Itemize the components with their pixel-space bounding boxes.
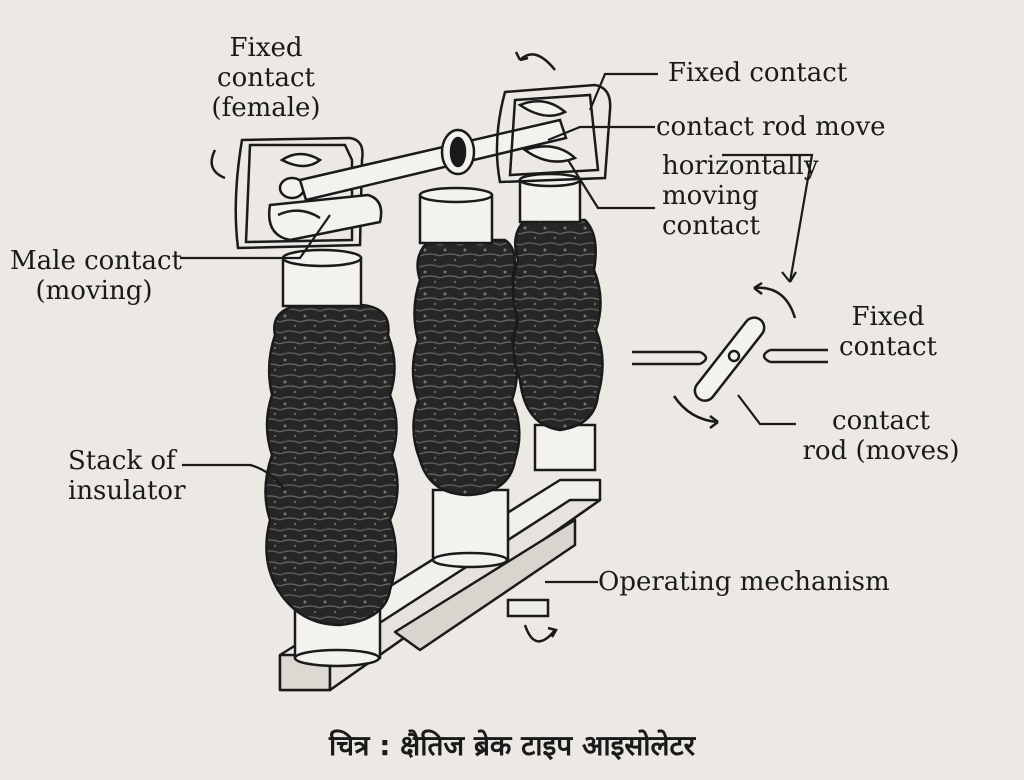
figure-caption: चित्र : क्षैतिज ब्रेक टाइप आइसोलेटर	[328, 729, 696, 762]
label-fixed-contact-top: Fixed contact	[668, 58, 848, 88]
left-contact-assembly	[234, 136, 383, 250]
operating-mechanism-shaft	[506, 598, 558, 643]
insulator-right	[511, 172, 604, 472]
right-fixed-contact	[495, 83, 612, 184]
contact-rod	[298, 118, 568, 202]
insulator-middle	[411, 186, 521, 569]
label-horizontally-moving-contact: horizontally moving contact	[662, 151, 819, 241]
label-fixed-contact-side: Fixed contact	[839, 302, 937, 362]
label-contact-rod-moves: contact rod (moves)	[802, 406, 960, 466]
rotation-arrows	[210, 51, 556, 180]
label-male-contact: Male contact (moving)	[10, 246, 183, 306]
side-detail-diagram	[632, 281, 828, 429]
insulator-left	[264, 248, 399, 668]
leader-lines	[180, 72, 814, 584]
label-contact-rod-move: contact rod move	[656, 112, 886, 142]
label-operating-mechanism: Operating mechanism	[598, 567, 890, 597]
isolator-drawing	[180, 51, 828, 692]
label-fixed-contact-female: Fixed contact (female)	[211, 33, 321, 123]
label-stack-of-insulator: Stack of insulator	[68, 446, 186, 506]
